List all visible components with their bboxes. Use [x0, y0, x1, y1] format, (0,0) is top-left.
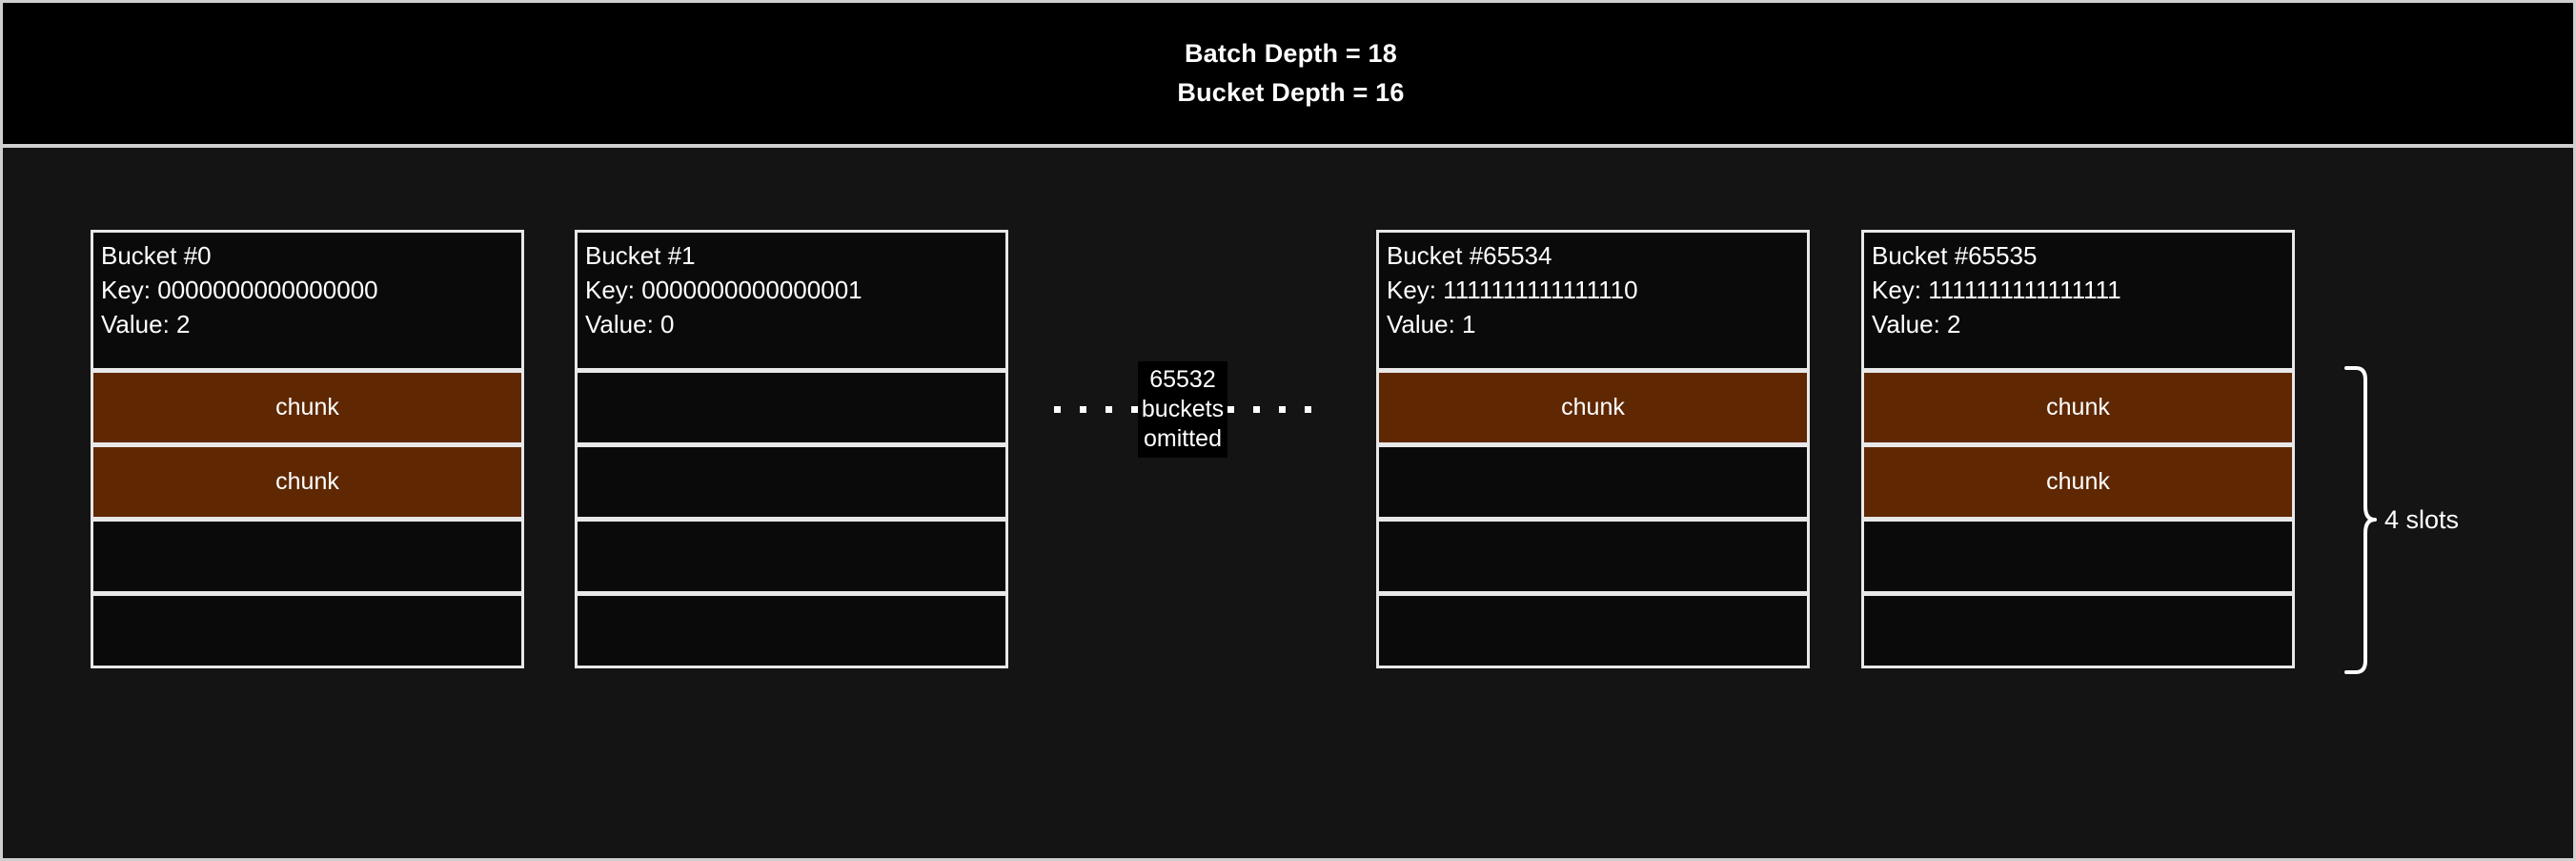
omitted-label: 65532 buckets omitted — [1137, 360, 1228, 458]
slot-row[interactable]: chunk — [1861, 444, 2295, 520]
bucket-slots-65535: chunk chunk — [1861, 370, 2295, 668]
header-band: Batch Depth = 18 Bucket Depth = 16 — [3, 3, 2573, 148]
slot-row[interactable]: chunk — [91, 444, 524, 520]
bucket-key-65534: Key: 1111111111111110 — [1387, 276, 1638, 304]
slot-row[interactable] — [1861, 519, 2295, 594]
bucket-key-65535: Key: 1111111111111111 — [1872, 276, 2121, 304]
dot-icon — [1130, 405, 1138, 413]
slot-row[interactable] — [575, 519, 1008, 594]
dot-icon — [1305, 405, 1312, 413]
bucket-header-1: Bucket #1 Key: 0000000000000001 Value: 0 — [575, 230, 1008, 371]
buckets-omitted-marker: 65532 buckets omitted — [1030, 352, 1335, 466]
bucket-title-65535: Bucket #65535 — [1872, 241, 2038, 270]
slot-row[interactable]: chunk — [91, 370, 524, 445]
dot-icon — [1227, 405, 1235, 413]
slot-label: chunk — [275, 468, 339, 495]
bucket-slots-65534: chunk — [1376, 370, 1810, 668]
slot-row[interactable] — [575, 444, 1008, 520]
bucket-slots-0: chunk chunk — [91, 370, 524, 668]
bucket-value-1: Value: 0 — [585, 310, 675, 338]
dot-icon — [1105, 405, 1112, 413]
bucket-box-0[interactable]: Bucket #0 Key: 0000000000000000 Value: 2… — [91, 230, 524, 668]
ellipsis-dots-right — [1227, 405, 1312, 413]
slot-row[interactable] — [91, 593, 524, 668]
slots-count-label: 4 slots — [2384, 505, 2460, 534]
bucket-value-65534: Value: 1 — [1387, 310, 1476, 338]
dot-icon — [1079, 405, 1086, 413]
bucket-value-0: Value: 2 — [101, 310, 191, 338]
dot-icon — [1279, 405, 1287, 413]
bucket-box-65535[interactable]: Bucket #65535 Key: 1111111111111111 Valu… — [1861, 230, 2295, 668]
slot-row[interactable] — [1376, 593, 1810, 668]
slot-label: chunk — [2046, 468, 2110, 495]
slot-label: chunk — [2046, 394, 2110, 420]
omitted-count: 65532 — [1149, 365, 1216, 393]
bucket-header-65534: Bucket #65534 Key: 1111111111111110 Valu… — [1376, 230, 1810, 371]
slot-row[interactable] — [1861, 593, 2295, 668]
bucket-box-65534[interactable]: Bucket #65534 Key: 1111111111111110 Valu… — [1376, 230, 1810, 668]
slot-row[interactable] — [575, 593, 1008, 668]
dot-icon — [1053, 405, 1061, 413]
bucket-box-1[interactable]: Bucket #1 Key: 0000000000000001 Value: 0 — [575, 230, 1008, 668]
omitted-state: omitted — [1144, 424, 1222, 452]
slot-row[interactable] — [91, 519, 524, 594]
bucket-title-65534: Bucket #65534 — [1387, 241, 1552, 270]
slots-annotation: 4 slots — [2343, 365, 2562, 675]
omitted-word: buckets — [1141, 395, 1225, 422]
dot-icon — [1253, 405, 1261, 413]
bucket-title-1: Bucket #1 — [585, 241, 696, 270]
bucket-key-0: Key: 0000000000000000 — [101, 276, 378, 304]
bucket-header-65535: Bucket #65535 Key: 1111111111111111 Valu… — [1861, 230, 2295, 371]
slot-row[interactable]: chunk — [1376, 370, 1810, 445]
curly-brace-icon — [2344, 366, 2377, 674]
slot-row[interactable] — [1376, 444, 1810, 520]
batch-depth-label: Batch Depth = 18 — [1184, 39, 1397, 68]
slot-label: chunk — [275, 394, 339, 420]
slot-row[interactable]: chunk — [1861, 370, 2295, 445]
bucket-title-0: Bucket #0 — [101, 241, 212, 270]
slot-row[interactable] — [575, 370, 1008, 445]
bucket-slots-1 — [575, 370, 1008, 668]
bucket-header-0: Bucket #0 Key: 0000000000000000 Value: 2 — [91, 230, 524, 371]
bucket-key-1: Key: 0000000000000001 — [585, 276, 862, 304]
slot-row[interactable] — [1376, 519, 1810, 594]
ellipsis-dots-left — [1053, 405, 1138, 413]
bucket-depth-label: Bucket Depth = 16 — [1177, 78, 1405, 107]
bucket-value-65535: Value: 2 — [1872, 310, 1961, 338]
slot-label: chunk — [1561, 394, 1625, 420]
